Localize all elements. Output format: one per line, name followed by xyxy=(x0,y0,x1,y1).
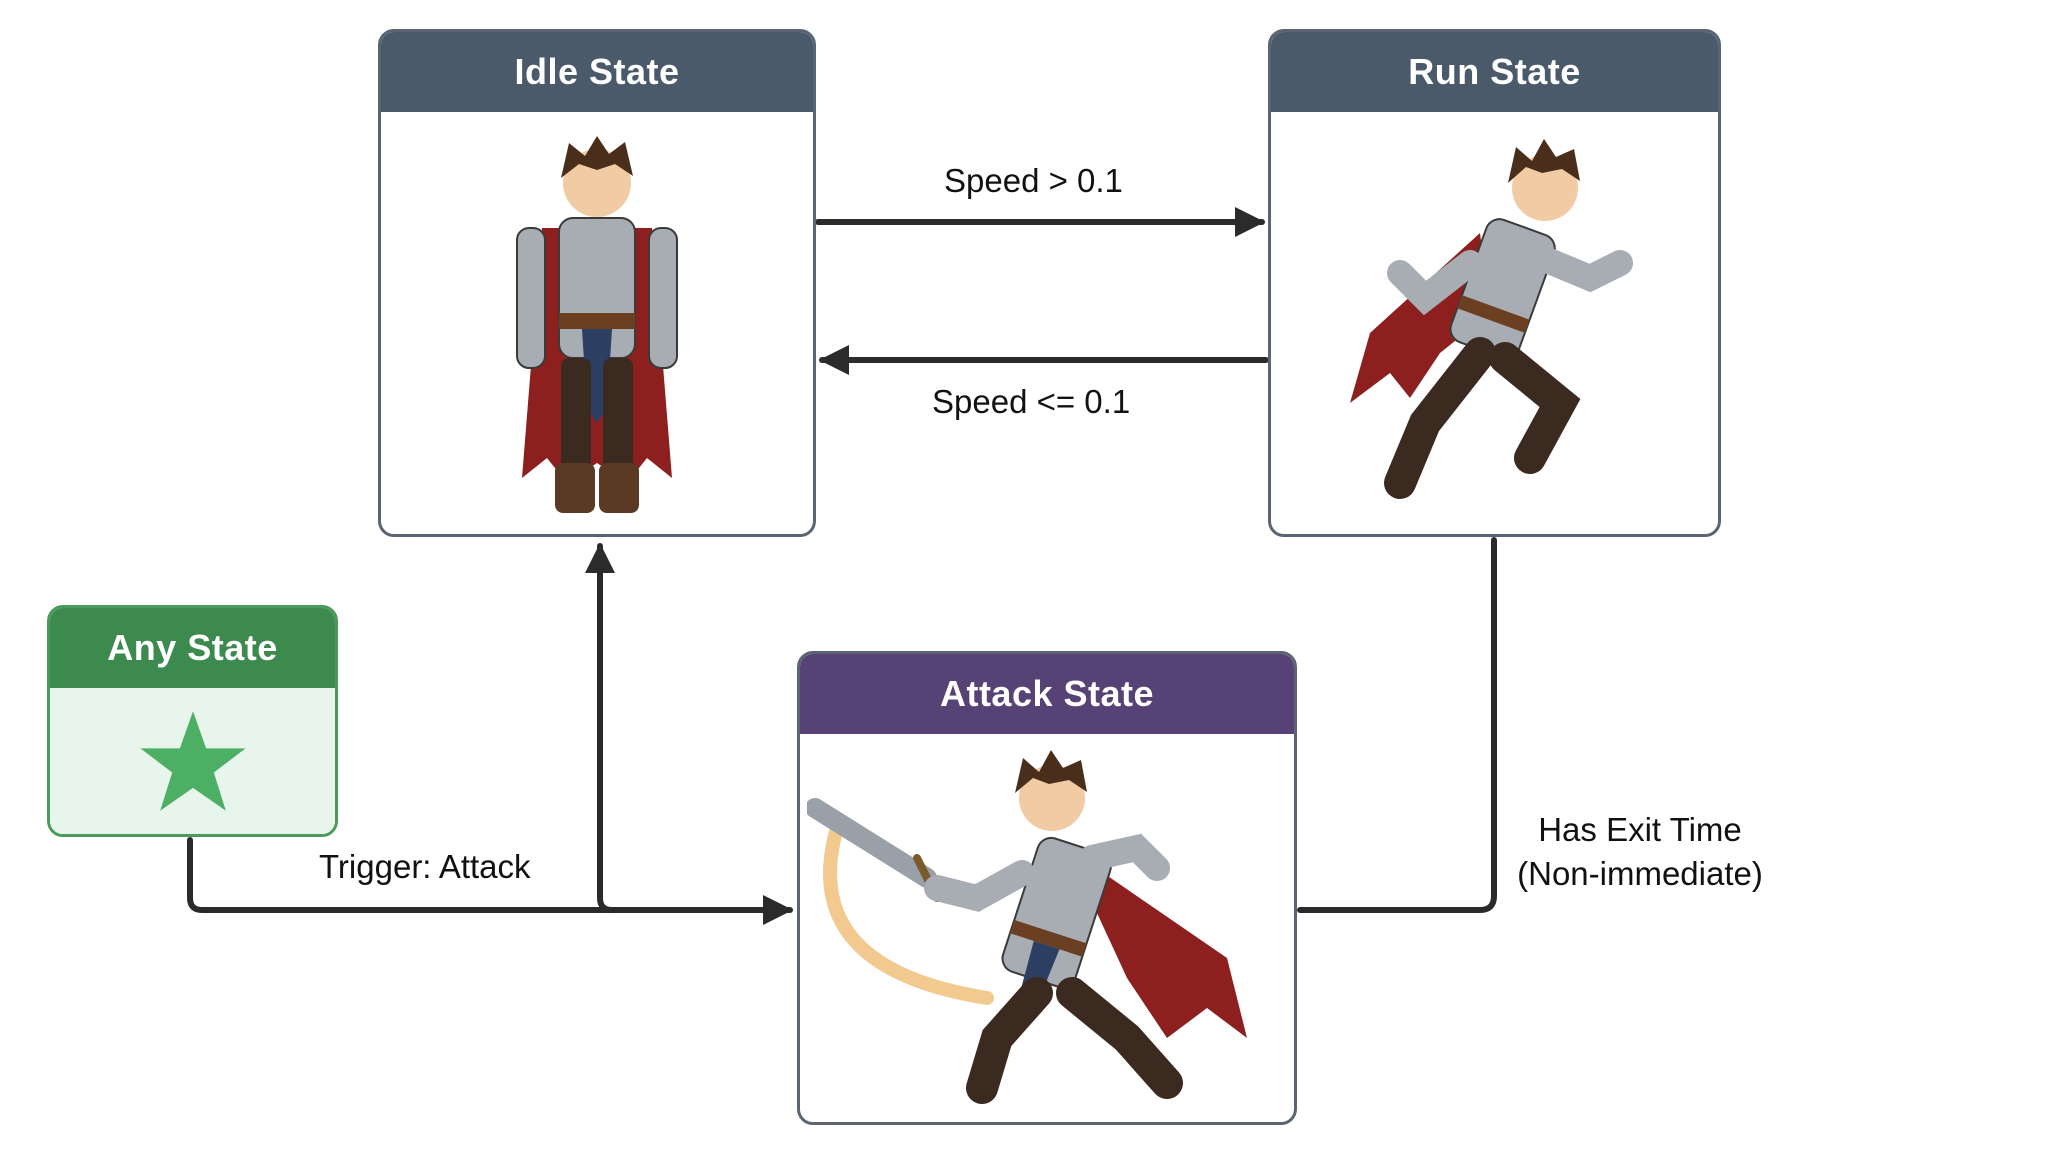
character-attacking-icon xyxy=(807,750,1247,1104)
state-attack[interactable]: Attack State xyxy=(797,651,1297,1125)
state-attack-title: Attack State xyxy=(800,654,1294,734)
transition-label-any-to-attack: Trigger: Attack xyxy=(319,848,531,885)
arrow-any-to-attack xyxy=(187,837,793,925)
state-idle[interactable]: Idle State xyxy=(378,29,816,537)
arrow-attack-to-idle xyxy=(585,543,615,913)
exit-time-label-line2: (Non-immediate) xyxy=(1517,855,1763,892)
transition-label-idle-to-run: Speed > 0.1 xyxy=(944,162,1123,199)
state-any-body xyxy=(50,688,335,834)
state-run-title: Run State xyxy=(1271,32,1718,112)
state-idle-title: Idle State xyxy=(381,32,813,112)
state-run-body xyxy=(1271,112,1718,534)
exit-time-label-line1: Has Exit Time xyxy=(1538,811,1742,848)
state-idle-body xyxy=(381,112,813,534)
star-icon xyxy=(139,711,246,811)
state-run[interactable]: Run State xyxy=(1268,29,1721,537)
character-running-icon xyxy=(1349,139,1633,499)
state-any[interactable]: Any State xyxy=(47,605,338,837)
transition-label-run-to-idle: Speed <= 0.1 xyxy=(932,383,1131,420)
arrow-run-to-attack xyxy=(1297,537,1497,913)
transition-label-run-to-attack: Has Exit Time (Non-immediate) xyxy=(1505,808,1775,896)
state-any-title: Any State xyxy=(50,608,335,688)
character-idle-icon xyxy=(516,136,678,513)
state-attack-body xyxy=(800,734,1294,1122)
